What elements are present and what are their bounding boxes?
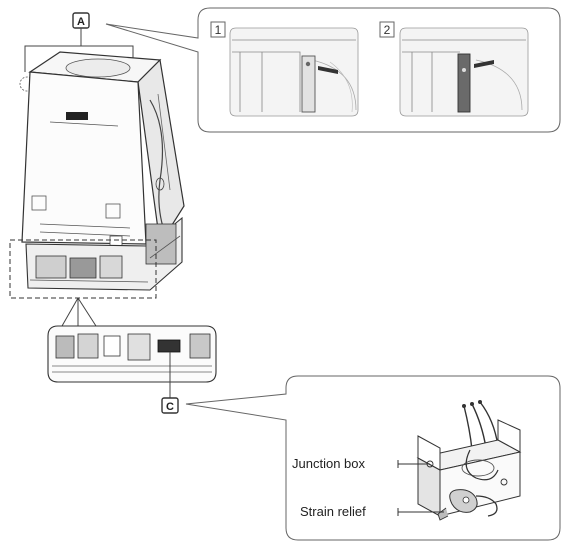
dishwasher-top-tub [65, 58, 131, 78]
detail-2-panel: 2 [379, 21, 529, 117]
callout-c-label: C [166, 401, 174, 413]
detail-2-bracket [457, 53, 471, 113]
base-pump [69, 257, 97, 279]
detail-1-arrow [318, 66, 338, 74]
detail-2-arrow [474, 60, 494, 68]
detail-1-bracket [301, 55, 316, 113]
dishwasher-rear-view [9, 51, 185, 299]
back-vent-slot [66, 112, 88, 120]
detail-1-number-box [210, 21, 226, 38]
dishwasher-back-panel [21, 71, 147, 245]
strain-relief-fitting [437, 489, 498, 521]
detail-1-panel: 1 [210, 21, 359, 117]
base-zoom-leaders [61, 297, 97, 327]
detail-2-number-box [379, 21, 395, 38]
callout-c-box [161, 397, 179, 414]
detail-1-screw [305, 61, 311, 67]
back-mount-right [105, 203, 121, 219]
base-dashed-region [9, 239, 157, 299]
base-zoom-junction-slot [157, 339, 181, 353]
detail-1-number: 1 [215, 23, 222, 37]
detail-2-number: 2 [384, 23, 391, 37]
junction-box-label: Junction box [292, 456, 365, 471]
dishwasher-side-panel [137, 58, 185, 246]
junction-box-bubble: Junction box Strain relief [185, 375, 561, 541]
callout-c: C [161, 352, 179, 414]
back-mount-left [31, 195, 47, 211]
detail-2-screw [462, 68, 466, 72]
strain-relief-label: Strain relief [300, 504, 366, 519]
base-zoom-panel [47, 325, 217, 383]
drain-hose [149, 99, 167, 237]
bracket-detail-bubble: 1 2 [105, 7, 561, 133]
callout-a-label: A [77, 16, 85, 28]
